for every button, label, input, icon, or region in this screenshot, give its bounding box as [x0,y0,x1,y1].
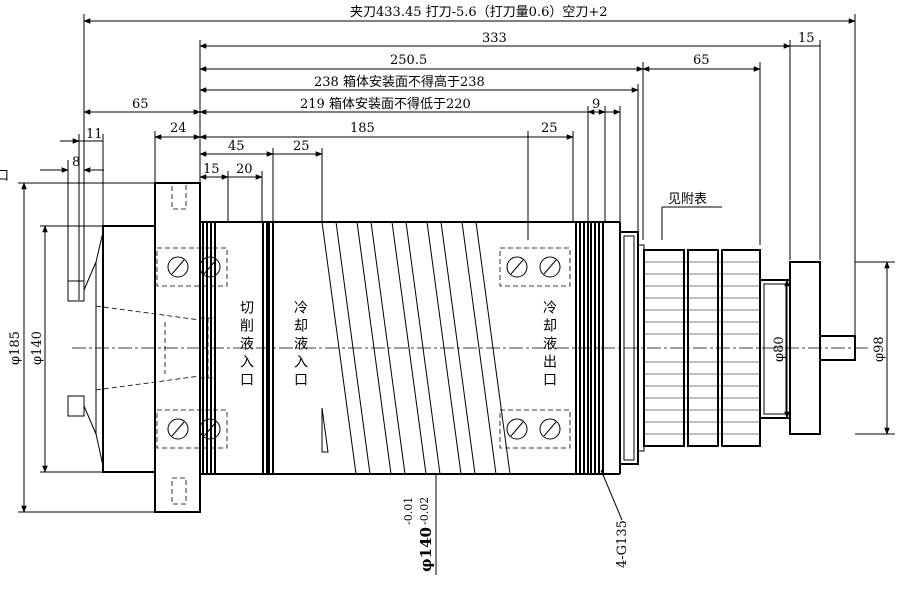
coolant-inlet-label: 冷却液入口 [292,300,308,390]
dia-140-left: φ140 [30,331,45,365]
dim-185: 185 [350,121,375,136]
cutting-fluid-inlet-label: 切削液入口 [238,300,254,390]
dia-185: φ185 [8,331,23,365]
dim-219: 219 箱体安装面不得低于220 [300,96,471,112]
seal-4-g135: 4-G135 [615,520,630,568]
dim-65-right: 65 [693,53,710,68]
knurl-ribs [644,261,760,435]
dim-9: 9 [592,97,600,112]
dim-65-left: 65 [132,97,149,112]
dia-140-tolerance: φ140 [417,527,435,572]
coolant-outlet-label: 冷却液出口 [541,300,557,390]
dia-140-upper-tol: -0.01 [402,497,415,525]
dim-20: 20 [236,162,253,177]
dim-24: 24 [170,121,187,136]
dim-11: 11 [86,127,103,142]
dim-238: 238 箱体安装面不得高于238 [314,74,485,90]
dimension-texts: 夹刀433.45 打刀-5.6（打刀量0.6）空刀+2 333 15 250.5… [0,5,815,207]
fluid-labels: 切削液入口 冷却液入口 冷却液出口 [238,300,557,390]
dim-15-top: 15 [798,31,815,46]
dim-45: 45 [228,139,245,154]
spindle-body [67,182,870,513]
dia-80: φ80 [772,336,787,362]
dim-333: 333 [482,31,507,46]
dim-25-right: 25 [541,121,558,136]
diameter-labels: φ185 φ140 φ80 φ98 φ140 -0.01 -0.02 4-G13… [8,331,887,572]
dim-25-left: 25 [293,139,310,154]
dia-98: φ98 [872,336,887,362]
dia-140-lower-tol: -0.02 [418,497,431,525]
inlet-fragment: 口 [0,169,9,184]
dim-overall: 夹刀433.45 打刀-5.6（打刀量0.6）空刀+2 [350,5,608,20]
dim-8: 8 [72,155,80,170]
dim-15-small: 15 [203,162,220,177]
see-table-label: 见附表 [668,192,707,207]
dim-250-5: 250.5 [390,53,427,68]
